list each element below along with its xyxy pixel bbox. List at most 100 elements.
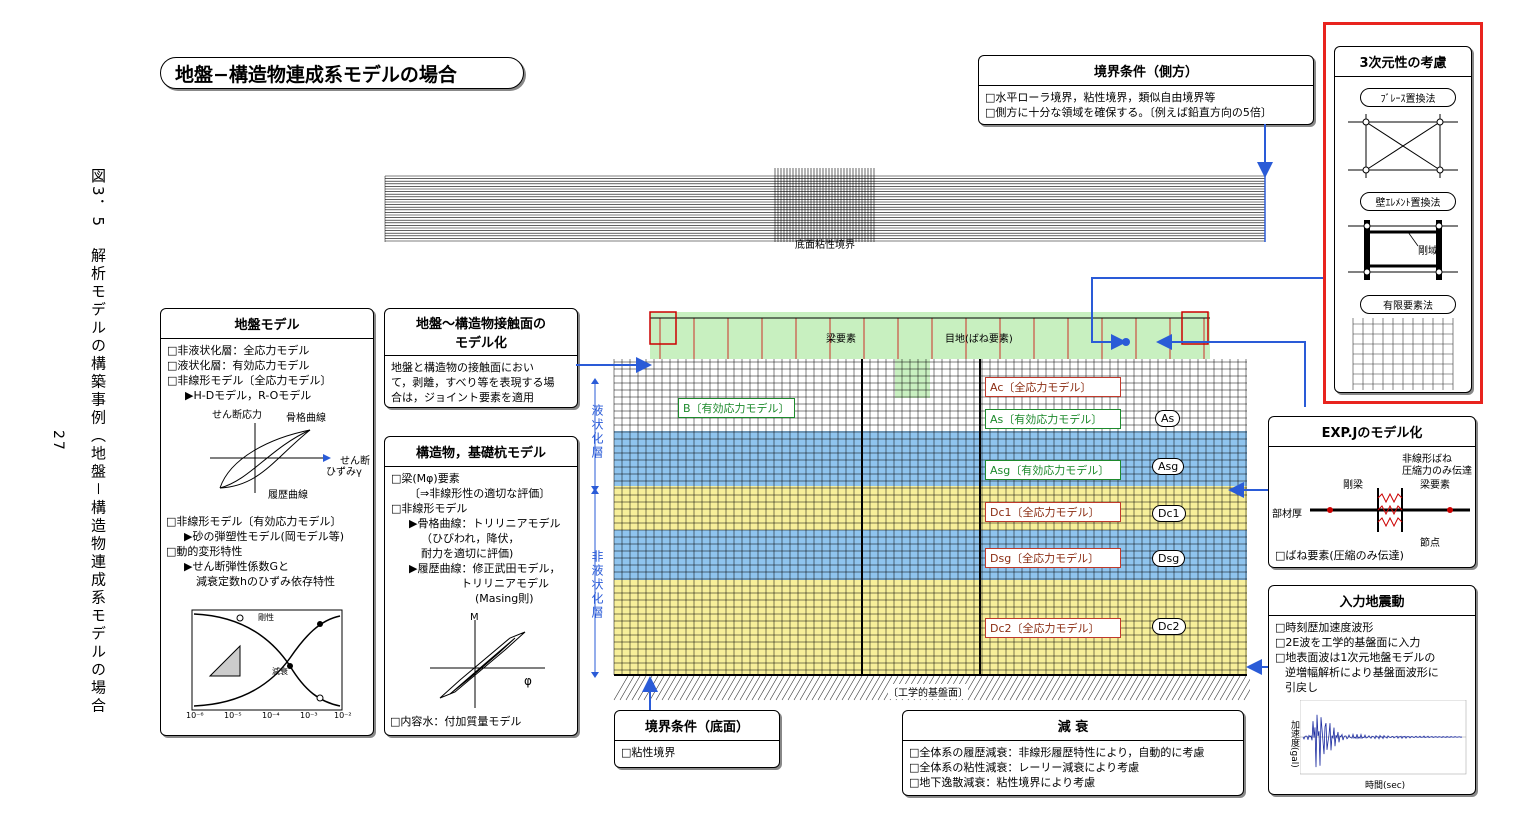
method-brace: ﾌﾞﾚｰｽ置換法	[1360, 88, 1456, 107]
gh-x-a: 10⁻⁵	[224, 711, 242, 720]
gh-x-d: 10⁻²	[334, 711, 352, 720]
structure-item: トリリニアモデル	[461, 577, 549, 590]
ground-item: □非線形モデル〔全応力モデル〕	[167, 374, 332, 387]
input-item: □地表面波は1次元地盤モデルの	[1275, 651, 1436, 664]
gh-x-min: 10⁻⁶	[186, 711, 204, 720]
layer-code: Asg	[1152, 458, 1185, 475]
stress-strain-graph	[210, 423, 331, 493]
phi-label: φ	[524, 674, 532, 688]
side-boundary-item: □側方に十分な領域を確保する。〔例えば鉛直方向の5倍〕	[985, 106, 1272, 119]
expj-spring-label: 非線形ばね	[1402, 454, 1452, 465]
g-h-curve-graph	[191, 609, 343, 711]
ss-hysteresis-label: 履歴曲線	[268, 490, 308, 501]
bottom-boundary-item: □粘性境界	[621, 746, 676, 759]
expj-box: EXP.Jのモデル化	[1268, 416, 1476, 568]
structure-item: ▶履歴曲線：修正武田モデル，	[409, 562, 561, 575]
expj-footer: □ばね要素(圧縮のみ伝達)	[1275, 549, 1404, 562]
structure-footer: □内容水：付加質量モデル	[390, 715, 522, 728]
method-fem: 有限要素法	[1360, 295, 1456, 314]
interface-text: 地盤と構造物の接触面におい	[391, 361, 534, 374]
gh-x-b: 10⁻⁴	[262, 711, 280, 720]
layer-code: As	[1155, 410, 1181, 427]
ground-item2: ▶せん断弾性係数Gと	[184, 560, 289, 573]
accel-ylabel: 加速度(gal)	[1289, 720, 1299, 768]
input-item: □2E波を工学的基盤面に入力	[1275, 636, 1421, 649]
gh-x-c: 10⁻³	[300, 711, 318, 720]
layer-tag: As〔有効応力モデル〕	[985, 409, 1121, 429]
damping-item: □全体系の履歴減衰：非線形履歴特性により，自動的に考慮	[909, 746, 1205, 759]
liq-label: 液状化層	[590, 404, 604, 460]
ground-item2: □動的変形特性	[166, 545, 243, 558]
side-boundary-box: 境界条件（側方） □水平ローラ境界，粘性境界，類似自由境界等 □側方に十分な領域…	[978, 55, 1314, 125]
ground-item: ▶H-Dモデル，R-Oモデル	[185, 389, 312, 402]
gh-damping-label: 減衰	[272, 667, 288, 676]
main-model	[613, 311, 1250, 701]
top-mesh	[384, 168, 1266, 242]
side-boundary-item: □水平ローラ境界，粘性境界，類似自由境界等	[985, 91, 1216, 104]
structure-item: (Masing則)	[475, 592, 534, 605]
ground-item2: □非線形モデル〔有効応力モデル〕	[166, 515, 342, 528]
three-d-heading: 3次元性の考慮	[1335, 47, 1471, 77]
accel-xlabel: 時間(sec)	[1365, 781, 1406, 791]
expj-member-label: 部材厚	[1272, 509, 1302, 520]
beam-label: 梁要素	[826, 334, 856, 345]
expj-node-label: 節点	[1420, 538, 1440, 549]
interface-heading: 地盤～構造物接触面の	[415, 317, 546, 332]
interface-text: 合は，ジョイント要素を適用	[391, 391, 534, 404]
figure-caption: 図3．5 解析モデルの構築事例（地盤－構造物連成系モデルの場合	[89, 168, 107, 716]
top-mesh-bottom-label: 底面粘性境界	[795, 240, 855, 251]
title-badge	[160, 57, 524, 89]
bottom-boundary-box: 境界条件（底面） □粘性境界	[614, 710, 780, 768]
ss-y-label: せん断応力	[212, 410, 262, 421]
rigid-label: 剛域	[1418, 246, 1438, 257]
expj-beam-label: 梁要素	[1420, 480, 1450, 491]
expj-rigid-label: 剛梁	[1343, 480, 1363, 491]
b-tag: B〔有効応力モデル〕	[678, 398, 795, 418]
layer-tag: Dc1〔全応力モデル〕	[985, 502, 1121, 522]
expj-spring2-label: 圧縮力のみ伝達	[1402, 466, 1472, 477]
structure-heading: 構造物，基礎杭モデル	[385, 437, 577, 467]
ss-x-label: せん断	[340, 456, 370, 467]
three-d-frame	[1323, 22, 1483, 404]
structure-item: 〔⇒非線形性の適切な評価〕	[409, 487, 551, 500]
m-phi-graph	[430, 620, 545, 708]
structure-item: □非線形モデル	[391, 502, 468, 515]
page-number: 27	[50, 430, 66, 452]
side-boundary-heading: 境界条件（側方）	[979, 56, 1313, 86]
ground-model-heading: 地盤モデル	[161, 309, 373, 339]
structure-item: □梁(Mφ)要素	[391, 472, 460, 485]
damping-item: □全体系の粘性減衰：レーリー減衰により考慮	[909, 761, 1140, 774]
layer-code: Dsg	[1152, 550, 1186, 567]
bottom-boundary-heading: 境界条件（底面）	[615, 711, 779, 741]
ss-x2-label: ひずみγ	[326, 467, 362, 478]
ground-item: □液状化層：有効応力モデル	[167, 359, 310, 372]
base-label: 〔工学的基盤面〕	[888, 684, 968, 699]
damping-item: □地下逸散減衰：粘性境界により考慮	[909, 776, 1096, 789]
accel-waveform	[1300, 700, 1467, 775]
structure-item: 耐力を適切に評価)	[421, 547, 514, 560]
damping-heading: 減 衰	[903, 711, 1243, 741]
gh-elastic-label: 剛性	[258, 613, 274, 622]
ground-item2: ▶砂の弾塑性モデル(岡モデル等)	[184, 530, 345, 543]
ground-item2: 減衰定数hのひずみ依存特性	[196, 575, 335, 588]
input-item: □時刻歴加速度波形	[1275, 621, 1374, 634]
m-label: M	[470, 612, 479, 623]
interface-text: て，剥離，すべり等を表現する場	[391, 376, 555, 389]
input-item: 引戻し	[1285, 681, 1318, 694]
three-d-drawings	[1348, 114, 1458, 390]
structure-item: （ひびわれ，降伏，	[421, 532, 520, 545]
page-title: 地盤−構造物連成系モデルの場合	[175, 64, 457, 86]
ss-skeleton-label: 骨格曲線	[286, 413, 326, 424]
joint-label: 目地(ばね要素)	[945, 334, 1013, 345]
damping-box: 減 衰 □全体系の履歴減衰：非線形履歴特性により，自動的に考慮 □全体系の粘性減…	[902, 710, 1244, 796]
structure-item: ▶骨格曲線：トリリニアモデル	[409, 517, 561, 530]
layer-code: Dc2	[1152, 618, 1186, 635]
layer-tag: Dsg〔全応力モデル〕	[985, 548, 1121, 568]
interface-heading2: モデル化	[454, 336, 507, 351]
layer-tag: Asg〔有効応力モデル〕	[985, 460, 1121, 480]
layer-span-markers	[591, 378, 599, 678]
ground-item: □非液状化層：全応力モデル	[167, 344, 310, 357]
layer-tag: Dc2〔全応力モデル〕	[985, 618, 1121, 638]
interface-box: 地盤～構造物接触面の モデル化 地盤と構造物の接触面におい て，剥離，すべり等を…	[384, 308, 578, 408]
